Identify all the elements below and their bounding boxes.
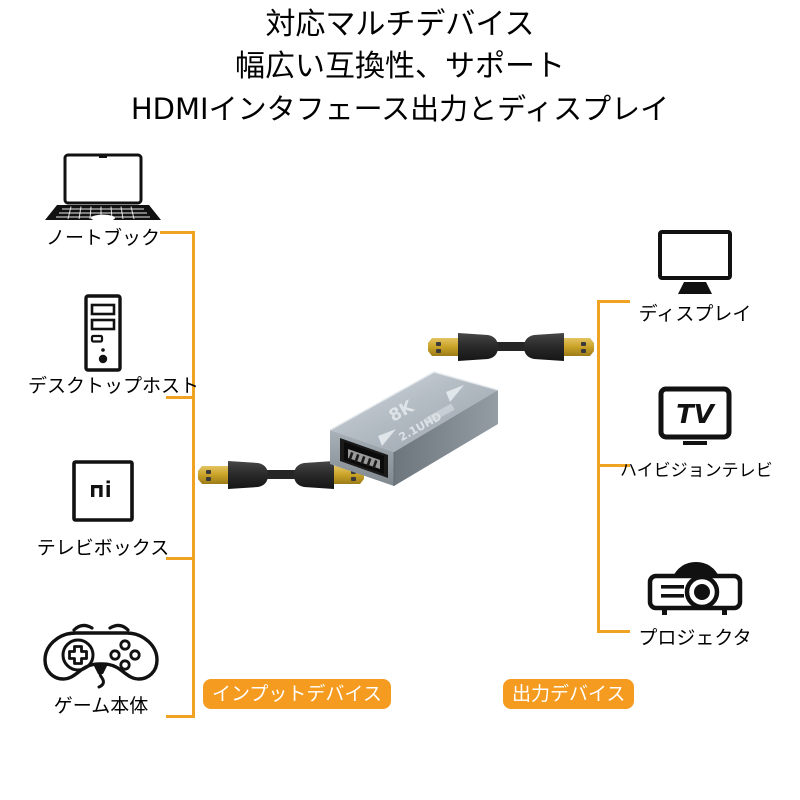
device-projector: プロジェクタ xyxy=(620,552,770,650)
device-tv-box: テレビボックス xyxy=(28,460,178,560)
output-bus-stub-monitor xyxy=(597,300,630,303)
device-label-projector: プロジェクタ xyxy=(638,627,752,649)
page-title: 対応マルチデバイス 幅広い互換性、サポート HDMIインタフェース出力とディスプ… xyxy=(0,4,800,130)
device-desktop-tower: デスクトップホスト xyxy=(28,294,200,398)
input-bus-stub-tvbox xyxy=(166,557,195,560)
device-label-desktop-tower: デスクトップホスト xyxy=(28,375,200,397)
hdmi-female-to-female-adapter: 8K 2.1UHD xyxy=(322,352,502,492)
device-laptop: ノートブック xyxy=(28,152,178,250)
projector-icon xyxy=(620,552,770,624)
input-bus-stub-game xyxy=(166,715,195,718)
monitor-icon xyxy=(620,228,770,300)
output-bus-stub-projector xyxy=(597,630,630,633)
game-controller-icon xyxy=(26,620,176,692)
television-icon: TV xyxy=(620,385,770,457)
device-game-console: ゲーム本体 xyxy=(26,620,176,718)
title-line-1: 対応マルチデバイス xyxy=(265,7,535,42)
device-label-laptop: ノートブック xyxy=(45,227,160,249)
device-television: TV ハイビジョンテレビ xyxy=(620,385,773,483)
desktop-tower-icon xyxy=(28,294,178,372)
svg-text:TV: TV xyxy=(676,400,716,430)
input-bus-stub-laptop xyxy=(160,231,195,234)
badge-input-devices: インプットデバイス xyxy=(203,679,391,709)
badge-output-devices: 出力デバイス xyxy=(503,679,635,709)
laptop-icon xyxy=(28,152,178,224)
device-monitor: ディスプレイ xyxy=(620,228,770,326)
title-line-2: 幅広い互換性、サポート xyxy=(235,49,565,84)
title-line-3: HDMIインタフェース出力とディスプレイ xyxy=(130,92,670,126)
hdmi-cable-output xyxy=(426,318,596,376)
device-label-game-console: ゲーム本体 xyxy=(53,695,149,717)
device-label-tv-box: テレビボックス xyxy=(36,537,170,559)
device-label-monitor: ディスプレイ xyxy=(638,303,752,325)
input-bus-trunk xyxy=(192,231,195,718)
output-bus-stub-tv xyxy=(597,464,630,467)
device-label-television: ハイビジョンテレビ xyxy=(620,461,773,481)
tv-box-icon xyxy=(28,460,178,534)
input-bus-stub-desktop xyxy=(166,396,195,399)
